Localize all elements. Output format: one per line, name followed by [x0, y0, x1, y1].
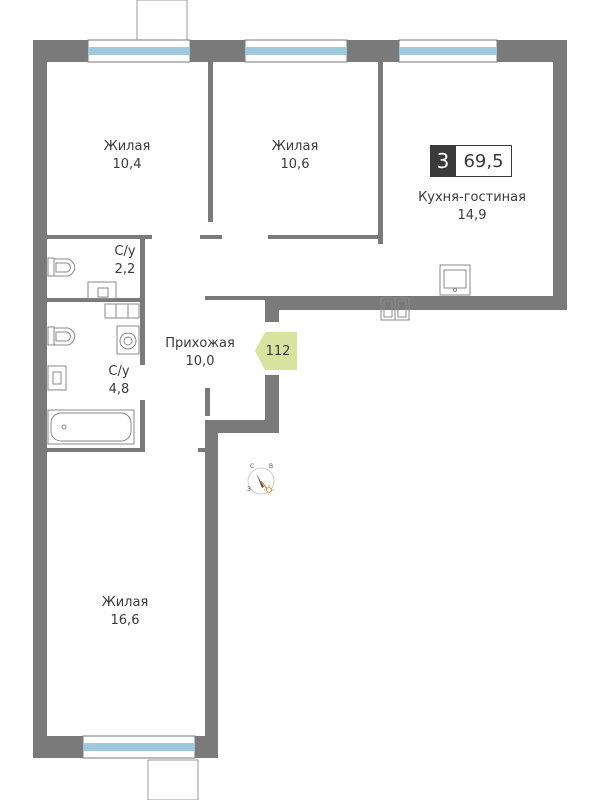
compass-west-label: З	[247, 486, 251, 493]
partition-bath2-bottom	[47, 448, 145, 452]
wall-lower-right-1	[265, 375, 279, 433]
room-area: 10,6	[280, 157, 310, 172]
room-label-bathroom-1: С/у 2,2	[100, 243, 150, 279]
window-bottom	[82, 735, 196, 759]
room-name: Кухня-гостиная	[418, 190, 526, 205]
room-label-bathroom-2: С/у 4,8	[94, 363, 144, 399]
room-label-bedroom-3: Жилая 16,6	[90, 594, 160, 630]
room-area: 4,8	[108, 382, 130, 397]
bathroom-2-fixtures	[47, 303, 140, 445]
balcony-outlines	[136, 0, 199, 800]
wall-left	[33, 40, 47, 758]
top-balcony	[136, 0, 188, 41]
partition-bed1-bed2	[208, 62, 213, 222]
partition-bed2-kitchen	[378, 62, 383, 244]
toilet-2	[47, 326, 76, 346]
wall-lower-right-2	[205, 420, 218, 758]
room-area: 2,2	[114, 262, 136, 277]
sink-2	[47, 365, 67, 391]
room-area: 10,4	[112, 157, 142, 172]
room-area: 10,0	[185, 354, 215, 369]
compass-icon	[247, 467, 275, 495]
fridge	[380, 297, 410, 321]
room-area: 16,6	[110, 613, 140, 628]
bottom-balcony	[147, 759, 199, 800]
sink-1	[87, 281, 117, 300]
interior-walls	[47, 62, 383, 452]
window-top-1	[87, 39, 191, 63]
wall-top-right	[497, 40, 567, 62]
partition-hall-left-stub	[198, 448, 210, 452]
kitchen-sink	[439, 264, 471, 296]
compass-north-label: С	[250, 463, 255, 470]
kitchen-fixtures	[380, 264, 471, 321]
wall-bottom-right	[195, 736, 218, 758]
rooms-count: 3	[430, 145, 456, 177]
exterior-walls	[33, 40, 567, 758]
room-label-bedroom-1: Жилая 10,4	[92, 138, 162, 174]
room-label-hallway: Прихожая 10,0	[155, 335, 245, 371]
bathtub	[47, 409, 135, 445]
apartment-number: 112	[265, 343, 291, 359]
cabinet	[104, 303, 140, 319]
windows	[82, 39, 498, 759]
wall-right	[553, 40, 567, 310]
partition-bath1-right	[140, 239, 145, 301]
window-top-3	[398, 39, 498, 63]
compass-east-label: В	[269, 463, 274, 470]
wall-lower-right-h	[205, 420, 279, 433]
partition-bed1-bottom	[47, 235, 152, 239]
room-area: 14,9	[457, 208, 487, 223]
wall-top-mid-2	[347, 40, 399, 62]
wall-step-vertical	[265, 296, 279, 310]
room-label-kitchen-living: Кухня-гостиная 14,9	[405, 189, 539, 225]
partition-bed1-door-stub	[200, 235, 222, 239]
partition-hall-right-stub	[205, 388, 210, 416]
apartment-badge: 3 69,5	[430, 145, 512, 177]
wall-right-bottom	[265, 296, 567, 310]
partition-bed2-bottom	[268, 235, 383, 239]
wall-bottom-left	[33, 736, 83, 758]
total-area: 69,5	[456, 145, 512, 177]
room-name: Жилая	[103, 139, 151, 154]
partition-bath2-right-top	[140, 283, 145, 365]
partition-bath1-bottom	[47, 298, 145, 302]
room-name: С/у	[114, 244, 136, 259]
bathroom-1-fixtures	[47, 257, 117, 300]
partition-hall-top	[205, 296, 267, 300]
room-name: Жилая	[101, 595, 149, 610]
wall-top-mid-1	[190, 40, 245, 62]
room-label-bedroom-2: Жилая 10,6	[260, 138, 330, 174]
washing-machine	[116, 325, 140, 355]
room-name: С/у	[108, 364, 130, 379]
window-top-2	[244, 39, 348, 63]
toilet-1	[47, 257, 76, 277]
partition-bath2-right-bottom	[140, 400, 145, 452]
room-name: Жилая	[271, 139, 319, 154]
room-name: Прихожая	[165, 336, 235, 351]
apartment-number-marker	[255, 332, 297, 370]
wall-step-inner-top	[265, 310, 279, 322]
sun-icon	[264, 485, 274, 495]
